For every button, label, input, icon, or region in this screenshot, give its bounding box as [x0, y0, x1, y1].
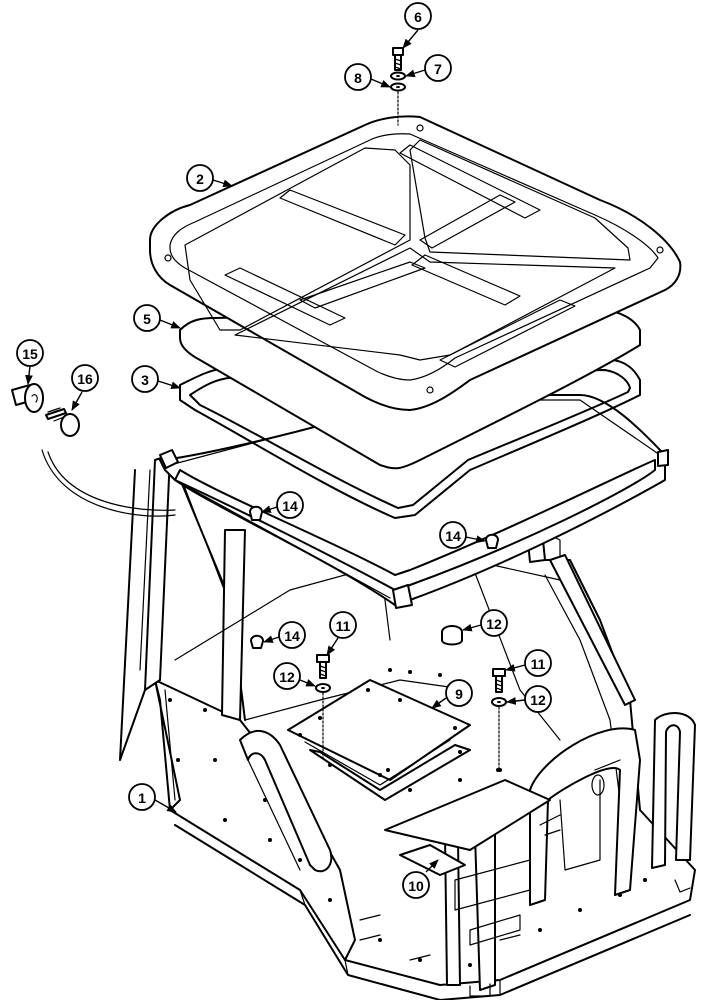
svg-text:14: 14 [284, 628, 300, 644]
callout-3: 3 [131, 365, 181, 393]
plate-bolt [492, 668, 506, 693]
roof-panel [149, 115, 682, 411]
callout-13: 12 [462, 609, 508, 637]
callout-12: 12 [273, 662, 316, 690]
plate-bolt [316, 654, 330, 679]
plug-cap [249, 505, 263, 521]
callout-11: 11 [326, 611, 357, 656]
svg-text:15: 15 [22, 346, 38, 362]
rivet-pin [45, 407, 80, 437]
svg-text:8: 8 [354, 70, 362, 86]
callout-16: 16 [71, 364, 99, 411]
callout-7: 7 [405, 54, 452, 82]
svg-text:11: 11 [531, 656, 546, 672]
callout-15: 15 [16, 339, 44, 385]
svg-text:1: 1 [138, 790, 146, 806]
plate-washer [491, 697, 507, 707]
roof-bolt [392, 47, 404, 71]
svg-text:9: 9 [455, 686, 463, 702]
callout-11: 11 [505, 649, 552, 677]
plug-cap [485, 533, 499, 549]
rivet-body [11, 383, 44, 413]
roof-washer [390, 71, 406, 81]
svg-text:5: 5 [143, 311, 151, 327]
svg-text:10: 10 [408, 878, 424, 894]
callout-14: 14 [263, 621, 306, 649]
plug-cap [250, 634, 264, 649]
roof-lock-washer [390, 82, 406, 92]
floor-plate-upper [287, 679, 471, 786]
svg-text:2: 2 [196, 171, 204, 187]
plate-washer [315, 683, 331, 693]
callout-10: 10 [402, 859, 439, 899]
svg-text:3: 3 [141, 372, 149, 388]
roof-support-frame [159, 394, 669, 609]
floor-plate-lower [309, 744, 551, 876]
svg-text:12: 12 [279, 669, 295, 685]
callout-12: 12 [506, 685, 552, 713]
svg-text:7: 7 [434, 61, 442, 77]
callout-6: 6 [402, 2, 432, 49]
svg-text:12: 12 [486, 616, 502, 632]
callout-1: 1 [128, 783, 177, 813]
callout-8: 8 [344, 63, 391, 91]
callout-5: 5 [133, 304, 181, 332]
callout-2: 2 [186, 164, 233, 192]
callout-14: 14 [439, 521, 486, 549]
cab-frame [119, 409, 696, 1000]
dome-cap [441, 625, 463, 646]
svg-text:11: 11 [336, 618, 351, 634]
svg-text:14: 14 [282, 498, 298, 514]
callout-9: 9 [431, 679, 473, 709]
svg-text:16: 16 [77, 371, 93, 387]
callout-12-right-text: 12 [530, 692, 546, 708]
svg-text:14: 14 [445, 528, 461, 544]
svg-text:6: 6 [414, 9, 422, 25]
callout-14: 14 [261, 491, 304, 519]
